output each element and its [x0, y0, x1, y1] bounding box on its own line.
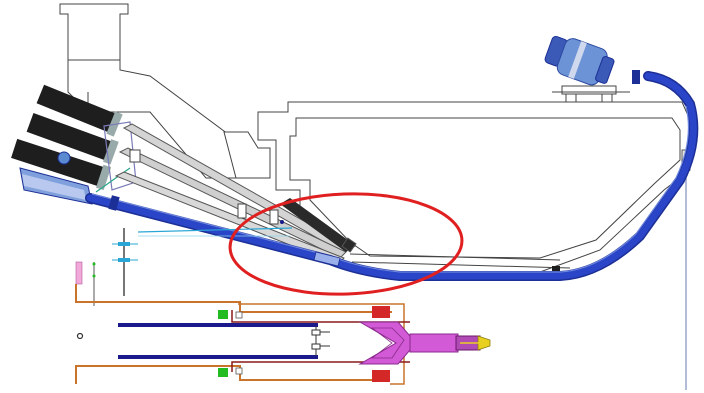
vertical-probe — [112, 228, 138, 296]
origin-marker — [76, 332, 84, 340]
flange-icon — [108, 195, 120, 211]
grey-tubes — [114, 123, 357, 265]
highlight-ellipse — [228, 192, 464, 296]
top-chimney — [59, 3, 271, 179]
beam-line — [137, 227, 293, 233]
pink-marker — [75, 261, 83, 285]
nozzle — [409, 333, 459, 353]
beam-tube — [85, 70, 699, 281]
main-chamber — [257, 101, 691, 273]
detector-icon — [11, 84, 123, 191]
center-probe — [311, 326, 330, 356]
inset-detail — [75, 261, 491, 385]
pump-icon — [544, 35, 630, 103]
